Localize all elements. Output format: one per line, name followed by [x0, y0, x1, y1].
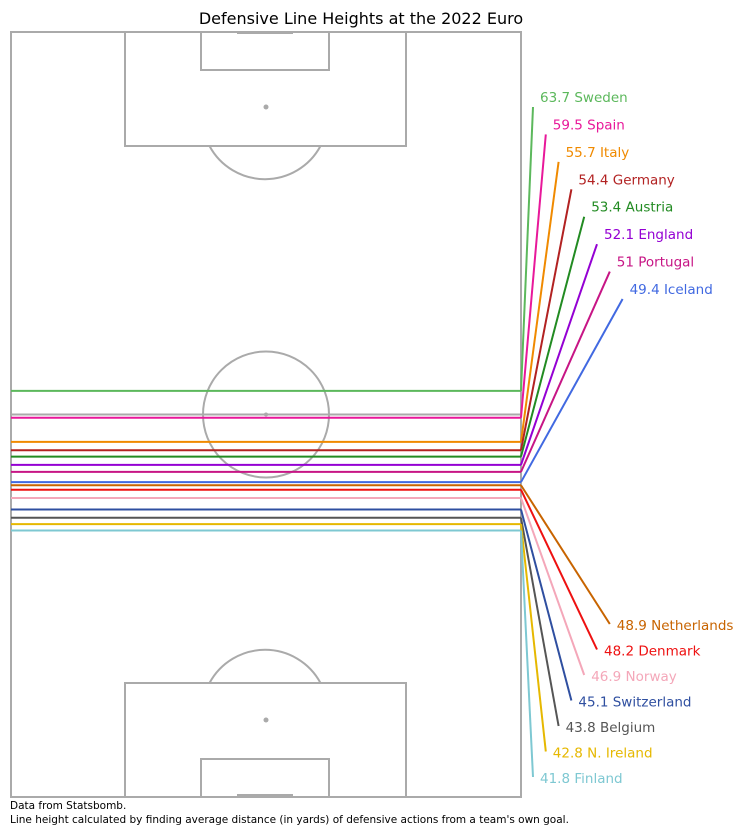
team-label-n-ireland: 42.8 N. Ireland: [553, 746, 653, 762]
penalty-box-top: [124, 31, 407, 147]
team-label-austria: 53.4 Austria: [591, 200, 673, 216]
leader-line-denmark: [520, 489, 598, 650]
centre-circle: [202, 350, 330, 479]
leader-line-sweden: [520, 106, 534, 391]
team-labels: 63.7 Sweden 59.5 Spain 55.7 Italy 54.4 Germ…: [540, 90, 733, 787]
team-label-norway: 46.9 Norway: [591, 669, 677, 685]
team-label-belgium: 43.8 Belgium: [566, 720, 656, 736]
team-label-sweden: 63.7 Sweden: [540, 90, 628, 106]
team-label-italy: 55.7 Italy: [566, 145, 630, 161]
leader-line-belgium: [520, 517, 560, 727]
team-lines: [11, 389, 521, 532]
leader-line-italy: [520, 161, 560, 443]
team-label-denmark: 48.2 Denmark: [604, 644, 701, 660]
leader-line-austria: [520, 216, 586, 457]
leader-line-n-ireland: [520, 524, 547, 752]
source-note: Data from Statsbomb.: [10, 800, 127, 812]
team-label-portugal: 51 Portugal: [617, 255, 694, 271]
penalty-arc-bottom: [208, 648, 322, 684]
label-leaders: [520, 106, 624, 778]
centre-spot: [264, 412, 268, 417]
team-label-iceland: 49.4 Iceland: [630, 282, 713, 298]
leader-line-spain: [520, 134, 547, 418]
penalty-spot-top: [263, 104, 269, 110]
pitch: [10, 31, 522, 798]
six-yard-box-bottom: [200, 758, 330, 798]
penalty-arc-top: [208, 145, 322, 181]
team-label-england: 52.1 England: [604, 227, 693, 243]
team-label-germany: 54.4 Germany: [578, 172, 674, 188]
leader-line-germany: [520, 189, 573, 451]
leader-line-england: [520, 243, 598, 466]
penalty-spot-bottom: [263, 717, 269, 723]
leader-line-portugal: [520, 271, 611, 473]
chart-title: Defensive Line Heights at the 2022 Euro: [199, 9, 523, 28]
team-label-spain: 59.5 Spain: [553, 117, 625, 133]
team-label-finland: 41.8 Finland: [540, 771, 623, 787]
penalty-box-bottom: [124, 682, 407, 798]
leader-line-switzerland: [520, 509, 573, 701]
six-yard-box-top: [200, 31, 330, 71]
method-note: Line height calculated by finding averag…: [10, 814, 569, 826]
leader-line-norway: [520, 497, 586, 676]
leader-line-iceland: [520, 298, 624, 483]
team-label-netherlands: 48.9 Netherlands: [617, 618, 734, 634]
team-label-switzerland: 45.1 Switzerland: [578, 695, 691, 711]
leader-line-finland: [520, 530, 534, 778]
leader-line-netherlands: [520, 484, 611, 625]
